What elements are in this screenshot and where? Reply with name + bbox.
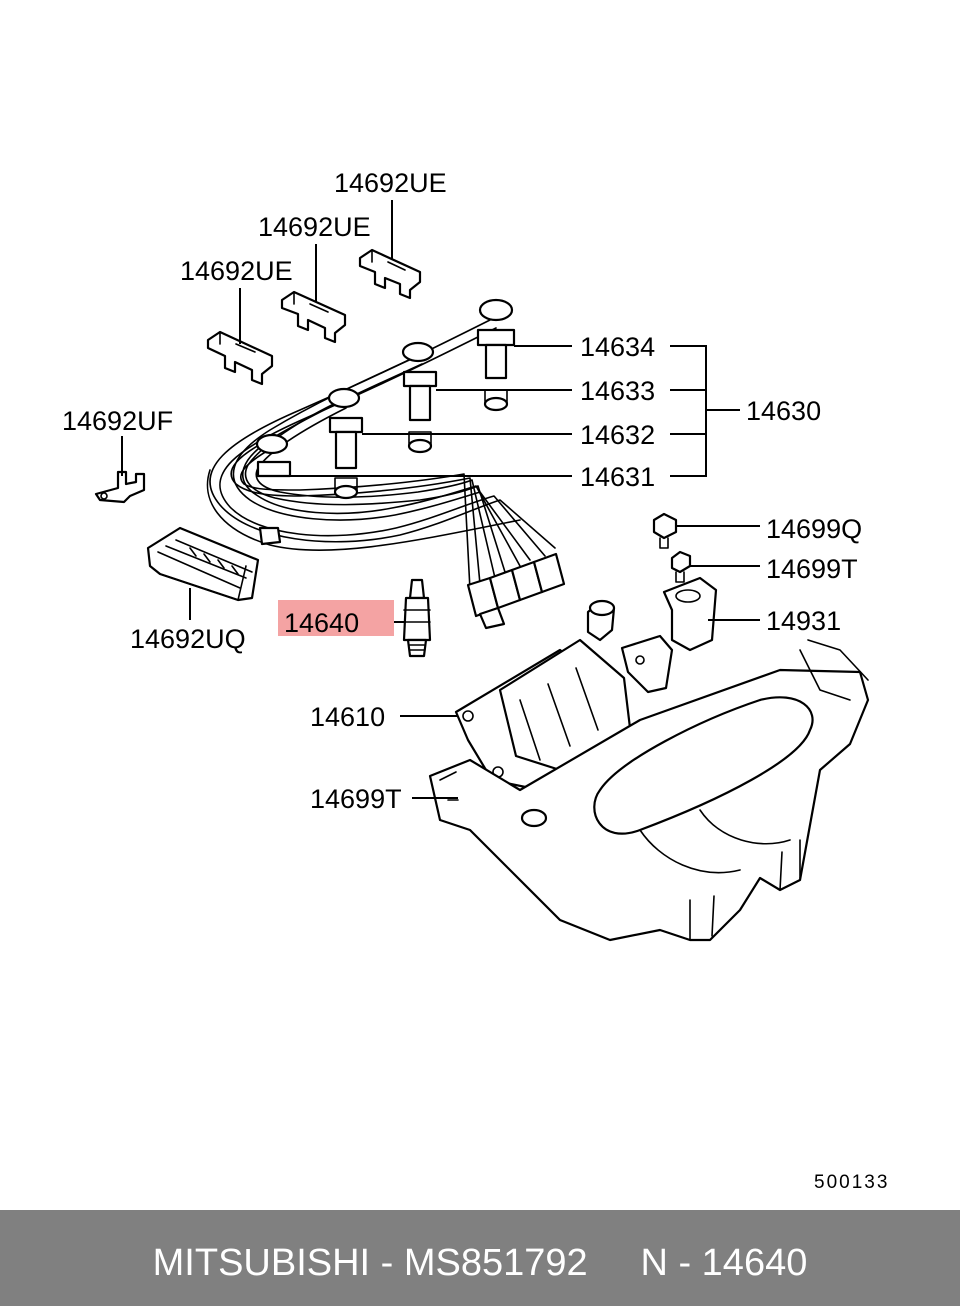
cable-boot-14631[interactable] — [255, 433, 292, 478]
label-14692uq[interactable]: 14692UQ — [130, 624, 246, 654]
spark-plug-cable-set[interactable] — [206, 319, 566, 630]
cable-clip-uf[interactable] — [94, 470, 146, 504]
cable-boot-14632[interactable] — [327, 387, 364, 500]
cable-clip-top[interactable] — [358, 248, 422, 300]
spark-plug[interactable] — [402, 578, 432, 658]
label-14692ue-mid[interactable]: 14692UE — [258, 212, 371, 242]
cable-boot-14634[interactable] — [476, 298, 516, 412]
label-14699t-right[interactable]: 14699T — [766, 554, 858, 584]
label-14640[interactable]: 14640 — [284, 608, 359, 638]
label-14610[interactable]: 14610 — [310, 702, 385, 732]
bracket-14931[interactable] — [620, 576, 718, 694]
label-14931[interactable]: 14931 — [766, 606, 841, 636]
label-14692uf[interactable]: 14692UF — [62, 406, 173, 436]
footer-text: MITSUBISHI - MS851792 N - 14640 — [152, 1242, 808, 1284]
cable-boot-14633[interactable] — [401, 341, 438, 454]
bolt-14699t-right[interactable] — [670, 550, 692, 583]
diagram-code: 500133 — [814, 1172, 889, 1193]
cable-protector-uq[interactable] — [146, 526, 260, 602]
label-14634[interactable]: 14634 — [580, 332, 655, 362]
parts-diagram: 14692UE 14692UE 14692UE 14692UF 14692UQ … — [62, 168, 889, 1193]
label-14631[interactable]: 14631 — [580, 462, 655, 492]
cable-clip-left[interactable] — [206, 330, 274, 386]
intake-manifold — [428, 639, 870, 942]
label-14633[interactable]: 14633 — [580, 376, 655, 406]
selected-part-highlight — [278, 600, 394, 636]
label-14630[interactable]: 14630 — [746, 396, 821, 426]
cable-clip-mid[interactable] — [280, 290, 347, 344]
bolt-14699q[interactable] — [652, 512, 678, 549]
label-14692ue-top[interactable]: 14692UE — [334, 168, 447, 198]
leader-lines — [121, 200, 760, 799]
footer-bar: MITSUBISHI - MS851792 N - 14640 — [0, 1210, 960, 1306]
label-14632[interactable]: 14632 — [580, 420, 655, 450]
label-14699q[interactable]: 14699Q — [766, 514, 862, 544]
label-14699t-left[interactable]: 14699T — [310, 784, 402, 814]
label-14692ue-left[interactable]: 14692UE — [180, 256, 293, 286]
